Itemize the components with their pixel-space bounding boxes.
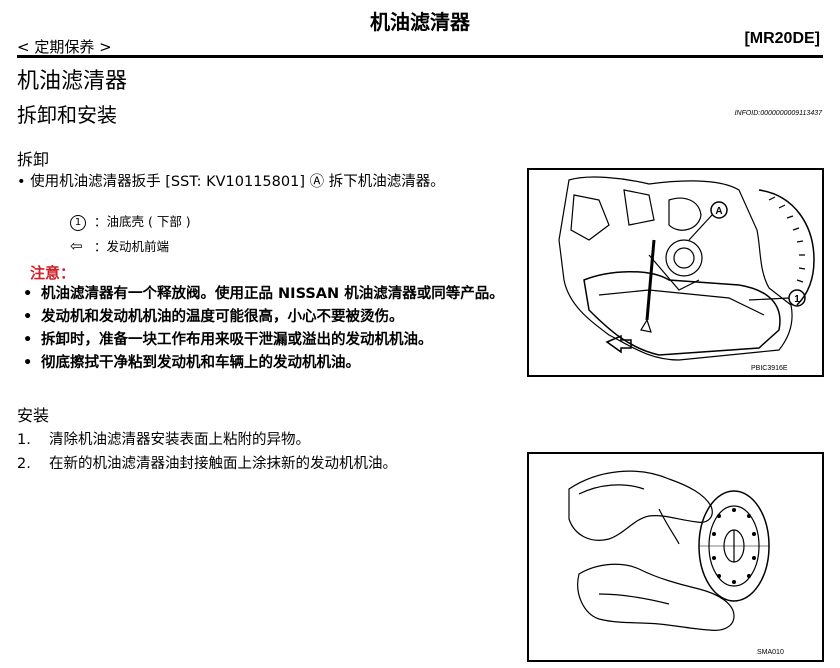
figure-code: PBIC3916E: [751, 365, 788, 372]
caution-item: 彻底擦拭干净粘到发动机和车辆上的发动机机油。: [17, 352, 522, 375]
circled-1-icon: 1: [70, 214, 86, 231]
caution-item: 机油滤清器有一个释放阀。使用正品 NISSAN 机油滤清器或同等产品。: [17, 283, 522, 306]
caution-label: 注意：: [30, 264, 76, 282]
oil-filter-removal-figure: A 1 PBIC3916E: [527, 168, 824, 377]
header-divider: [17, 55, 823, 58]
callout-1-label: 1: [794, 294, 800, 305]
callout-a-label: A: [715, 206, 722, 217]
arrow-left-icon: ⇦: [70, 237, 83, 255]
filter-holes: [712, 508, 756, 584]
step-item: 2. 在新的机油滤清器油封接触面上涂抹新的发动机机油。: [17, 452, 397, 476]
figure-code: SMA010: [757, 649, 784, 656]
page-subtitle: 拆卸和安装: [17, 103, 117, 127]
header-title: 机油滤清器: [370, 10, 470, 34]
removal-heading: 拆卸: [17, 150, 50, 169]
legend-text-oil-pan: ：油底壳 ( 下部 ): [94, 214, 191, 229]
oil-filter-seal-figure: SMA010: [527, 452, 824, 662]
hand-oiling-filter-illustration: SMA010: [568, 470, 784, 656]
callout-a-marker: Ⓐ: [309, 174, 325, 190]
installation-heading: 安装: [17, 406, 50, 425]
caution-item: 发动机和发动机机油的温度可能很高，小心不要被烫伤。: [17, 306, 522, 329]
step-number: 2.: [17, 456, 31, 472]
model-code: [MR20DE]: [744, 30, 820, 47]
step-item: 1. 清除机油滤清器安装表面上粘附的异物。: [17, 428, 397, 452]
bullet-dot: •: [17, 174, 31, 190]
instruction-post: 拆下机油滤清器。: [324, 174, 445, 190]
legend-text-engine-front: ：发动机前端: [94, 239, 170, 254]
legend-item-engine-front: ⇦ ：发动机前端: [70, 236, 169, 255]
step-number: 1.: [17, 432, 31, 448]
page-title: 机油滤清器: [17, 69, 128, 94]
caution-item: 拆卸时，准备一块工作布用来吸干泄漏或溢出的发动机机油。: [17, 329, 522, 352]
caution-list: 机油滤清器有一个释放阀。使用正品 NISSAN 机油滤清器或同等产品。 发动机和…: [17, 283, 522, 375]
installation-steps: 1. 清除机油滤清器安装表面上粘附的异物。 2. 在新的机油滤清器油封接触面上涂抹新…: [17, 428, 397, 476]
breadcrumb[interactable]: < 定期保养 >: [17, 38, 112, 56]
legend-item-oil-pan: 1 ：油底壳 ( 下部 ): [70, 211, 191, 231]
step-text: 在新的机油滤清器油封接触面上涂抹新的发动机机油。: [49, 456, 397, 472]
info-id: INFOID:0000000009113437: [734, 110, 822, 117]
engine-oil-pan-illustration: A 1 PBIC3916E: [558, 176, 815, 372]
removal-instruction: • 使用机油滤清器扳手 [SST: KV10115801] Ⓐ 拆下机油滤清器。: [17, 170, 445, 191]
instruction-pre: 使用机油滤清器扳手 [SST: KV10115801]: [30, 174, 305, 190]
step-text: 清除机油滤清器安装表面上粘附的异物。: [49, 432, 310, 448]
